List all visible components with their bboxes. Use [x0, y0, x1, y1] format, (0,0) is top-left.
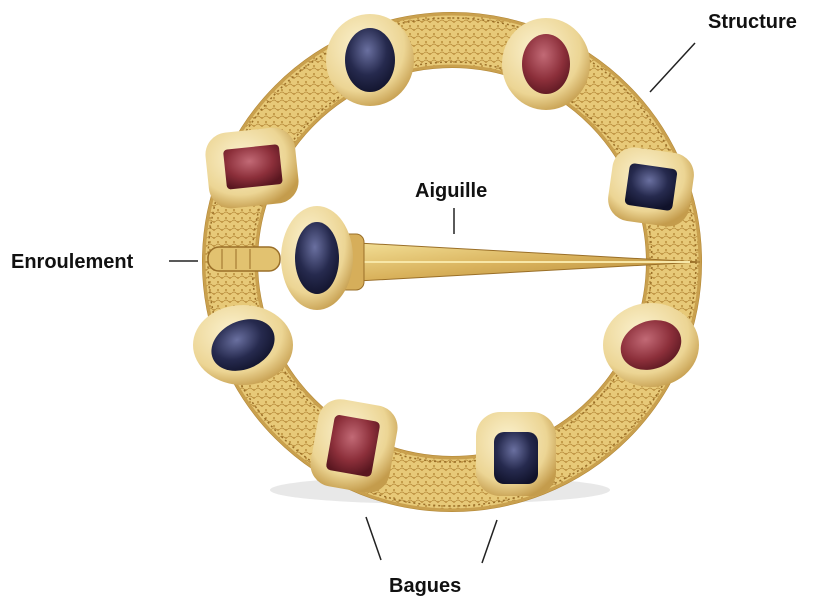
brooch-coil	[208, 247, 280, 271]
label-bagues: Bagues	[389, 575, 461, 598]
label-aiguille: Aiguille	[415, 180, 487, 203]
structure-leader-line	[650, 43, 695, 92]
stone-upper-right	[605, 145, 697, 230]
bagues-leader-line-left	[366, 517, 381, 560]
stone-lower-right	[603, 303, 699, 387]
stone-upper-left	[203, 126, 300, 211]
stone-pin-head	[281, 206, 353, 310]
label-structure: Structure	[708, 11, 797, 34]
stone-bottom-left	[307, 396, 401, 497]
stone-lower-left	[193, 305, 293, 385]
stone-bottom-right	[476, 412, 556, 496]
stone-top-right	[502, 18, 590, 110]
label-enroulement: Enroulement	[11, 251, 133, 274]
bagues-leader-line-right	[482, 520, 497, 563]
stone-top-left	[326, 14, 414, 106]
